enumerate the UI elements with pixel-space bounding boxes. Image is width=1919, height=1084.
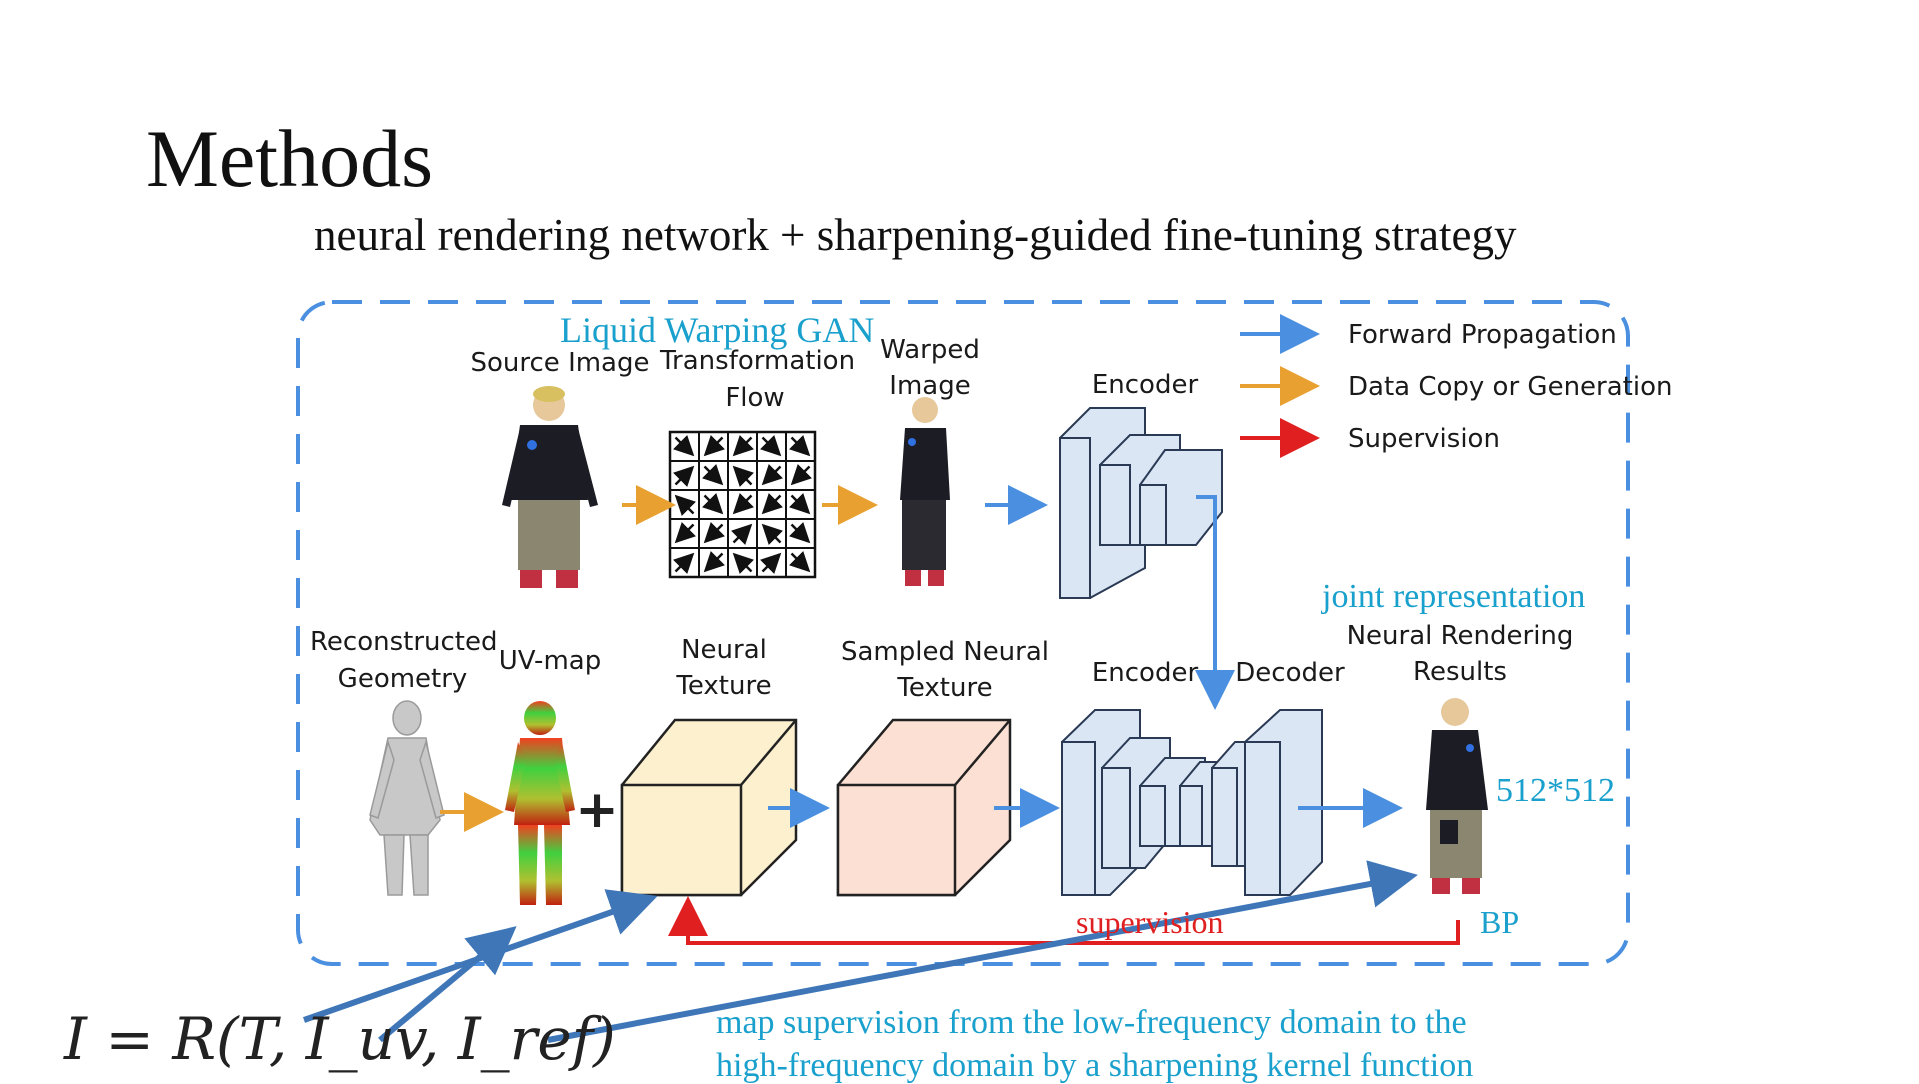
flow-cell-arrow <box>789 522 811 544</box>
label-neural-texture-1: Neural <box>681 635 767 665</box>
label-uv-map: UV-map <box>498 646 602 676</box>
note-line-2: high-frequency domain by a sharpening ke… <box>716 1047 1474 1084</box>
arrow-encoder-to-bottleneck <box>1195 495 1235 710</box>
label-transformation-flow-2: Flow <box>725 383 785 413</box>
label-encoder-top: Encoder <box>1091 370 1199 400</box>
encoder-top-block <box>1059 407 1223 599</box>
label-source-image: Source Image <box>470 348 650 378</box>
flow-cell-arrow <box>703 435 725 457</box>
bp-label: BP <box>1480 904 1520 940</box>
source-image-person <box>502 386 598 588</box>
flow-cell-arrow <box>673 465 695 487</box>
warped-image-person <box>900 397 950 586</box>
flow-cell-arrow <box>674 522 696 544</box>
uv-map-figure <box>505 701 575 905</box>
flow-cell-arrow <box>702 464 724 486</box>
flow-cell-arrow <box>703 522 725 544</box>
label-warped-image-2: Image <box>889 371 971 401</box>
flow-cell-arrow <box>702 493 724 515</box>
neural-texture-cube <box>620 718 798 897</box>
flow-cell-arrow <box>703 551 725 573</box>
slide-subtitle: neural rendering network + sharpening-gu… <box>314 210 1517 260</box>
reconstructed-geometry-figure <box>369 700 445 896</box>
sampled-neural-texture-cube <box>836 718 1012 897</box>
legend-forward-label: Forward Propagation <box>1348 320 1617 350</box>
label-neural-texture-2: Texture <box>676 671 772 701</box>
label-decoder: Decoder <box>1235 658 1345 688</box>
flow-cell-arrow <box>731 523 753 545</box>
label-encoder-bottom: Encoder <box>1091 658 1199 688</box>
note-line-1: map supervision from the low-frequency d… <box>716 1004 1467 1041</box>
flow-cell-arrow <box>673 552 695 574</box>
label-reconstructed-geometry-2: Geometry <box>337 664 468 694</box>
flow-cell-arrow <box>789 493 811 515</box>
flow-cell-arrow <box>760 435 782 457</box>
joint-representation-label: joint representation <box>1322 578 1586 615</box>
flow-cell-arrow <box>732 435 754 457</box>
label-warped-image-1: Warped <box>880 335 980 365</box>
flow-cell-arrow <box>760 552 782 574</box>
transformation-flow-grid <box>668 430 817 579</box>
rendering-formula: I = R(T, I_uv, I_ref) <box>64 1005 616 1073</box>
resolution-label: 512*512 <box>1496 772 1615 809</box>
flow-cell-arrow <box>732 552 754 574</box>
legend-copy-label: Data Copy or Generation <box>1348 372 1673 402</box>
label-sampled-neural-texture-1: Sampled Neural <box>840 637 1050 667</box>
flow-cell-arrow <box>789 551 811 573</box>
label-neural-rendering-results-1: Neural Rendering <box>1346 621 1574 651</box>
legend-supervision-label: Supervision <box>1348 424 1500 454</box>
flow-cell-arrow <box>673 435 695 457</box>
label-sampled-neural-texture-2: Texture <box>897 673 993 703</box>
flow-cell-arrow <box>761 493 783 515</box>
formula-arrow-to-uv <box>378 926 517 1043</box>
flow-cell-arrow <box>789 435 811 457</box>
plus-sign: + <box>575 780 619 840</box>
label-neural-rendering-results-2: Results <box>1413 657 1507 687</box>
neural-rendering-result-person <box>1426 698 1488 894</box>
flow-cell-arrow <box>732 493 754 515</box>
flow-cell-arrow <box>761 464 783 486</box>
label-transformation-flow-1: Transformation <box>660 346 856 376</box>
flow-cell-arrow <box>761 523 783 545</box>
lwgan-label: Liquid Warping GAN <box>560 310 875 350</box>
encoder-decoder-block <box>1061 709 1323 896</box>
flow-cell-arrow <box>674 494 696 516</box>
flow-cell-arrow <box>732 465 754 487</box>
label-reconstructed-geometry-1: Reconstructed <box>310 627 498 657</box>
supervision-loop-arrow <box>668 896 1460 945</box>
formula-arrow-to-result <box>547 860 1418 1043</box>
slide-title: Methods <box>146 113 433 204</box>
flow-cell-arrow <box>790 464 812 486</box>
supervision-label: supervision <box>1076 904 1224 940</box>
